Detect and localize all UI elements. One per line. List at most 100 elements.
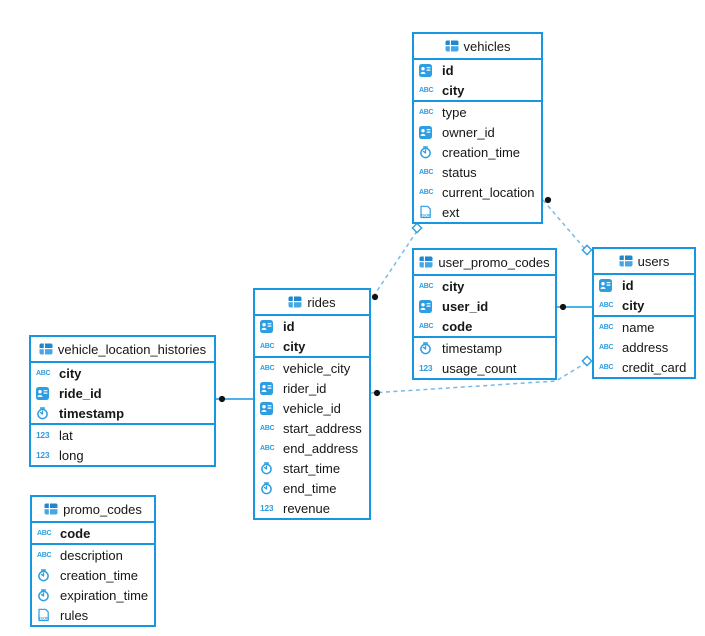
relation-vehicles-rides[interactable]	[371, 222, 423, 301]
relation-vehicles-users[interactable]	[542, 196, 593, 256]
field-row-id[interactable]: id	[594, 275, 694, 295]
field-row-start_time[interactable]: start_time	[255, 458, 369, 478]
field-label: end_address	[283, 440, 359, 456]
pk-separator	[31, 423, 214, 425]
time-icon	[419, 145, 437, 159]
field-row-timestamp[interactable]: timestamp	[414, 338, 555, 358]
field-row-ride_id[interactable]: ride_id	[31, 383, 214, 403]
table-header[interactable]: rides	[255, 290, 369, 316]
field-label: expiration_time	[60, 587, 149, 603]
field-row-end_time[interactable]: end_time	[255, 478, 369, 498]
text-icon: ABC	[419, 282, 434, 290]
table-icon	[39, 343, 53, 355]
relation-endpoint-diamond	[411, 222, 423, 234]
field-row-code[interactable]: ABC code	[32, 523, 154, 543]
uuid-icon	[36, 386, 54, 400]
uuid-icon	[260, 319, 278, 333]
text-icon: ABC	[260, 364, 275, 372]
field-label: timestamp	[59, 405, 125, 421]
uuid-icon	[260, 401, 278, 415]
field-row-end_address[interactable]: ABC end_address	[255, 438, 369, 458]
text-icon: ABC	[260, 444, 275, 452]
field-label: code	[60, 525, 91, 541]
text-icon: ABC	[419, 188, 434, 196]
table-name: vehicles	[463, 38, 511, 54]
field-row-city[interactable]: ABC city	[414, 276, 555, 296]
text-icon: ABC	[37, 529, 52, 537]
field-row-user_id[interactable]: user_id	[414, 296, 555, 316]
field-row-creation_time[interactable]: creation_time	[414, 142, 541, 162]
relation-endpoint-dot	[371, 293, 379, 301]
text-icon: ABC	[36, 369, 51, 377]
table-header[interactable]: promo_codes	[32, 497, 154, 523]
field-label: city	[442, 278, 465, 294]
field-row-expiration_time[interactable]: expiration_time	[32, 585, 154, 605]
relation-user_promo_codes-users[interactable]	[557, 303, 592, 311]
relation-line[interactable]	[372, 230, 418, 298]
field-row-description[interactable]: ABC description	[32, 545, 154, 565]
table-header[interactable]: vehicles	[414, 34, 541, 60]
relation-endpoint-dot	[373, 389, 381, 397]
field-row-id[interactable]: id	[414, 60, 541, 80]
relation-vehicle_location_histories-rides[interactable]	[216, 395, 253, 403]
field-label: owner_id	[442, 124, 495, 140]
uuid-icon	[599, 278, 617, 292]
text-icon: ABC	[260, 424, 275, 432]
time-icon	[37, 568, 55, 582]
text-icon: ABC	[419, 108, 434, 116]
table-name: rides	[307, 294, 336, 310]
field-label: ext	[442, 204, 460, 220]
text-icon: ABC	[419, 168, 434, 176]
field-label: city	[442, 82, 465, 98]
field-label: code	[442, 318, 473, 334]
text-icon: ABC	[37, 551, 52, 559]
field-label: long	[59, 447, 84, 463]
table-header[interactable]: users	[594, 249, 694, 275]
table-header[interactable]: user_promo_codes	[414, 250, 555, 276]
field-row-timestamp[interactable]: timestamp	[31, 403, 214, 423]
time-icon	[260, 481, 278, 495]
relation-line[interactable]	[370, 363, 585, 394]
field-label: description	[60, 547, 123, 563]
relation-endpoint-diamond	[581, 355, 593, 367]
field-row-id[interactable]: id	[255, 316, 369, 336]
field-row-vehicle_id[interactable]: vehicle_id	[255, 398, 369, 418]
field-label: city	[283, 338, 306, 354]
field-row-rider_id[interactable]: rider_id	[255, 378, 369, 398]
uuid-icon	[419, 125, 437, 139]
field-label: timestamp	[442, 340, 502, 356]
relation-rides-users[interactable]	[370, 355, 593, 397]
field-row-creation_time[interactable]: creation_time	[32, 565, 154, 585]
table-icon	[419, 256, 433, 268]
relation-line[interactable]	[542, 199, 586, 250]
time-icon	[419, 341, 437, 355]
field-row-owner_id[interactable]: owner_id	[414, 122, 541, 142]
table-header[interactable]: vehicle_location_histories	[31, 337, 214, 363]
